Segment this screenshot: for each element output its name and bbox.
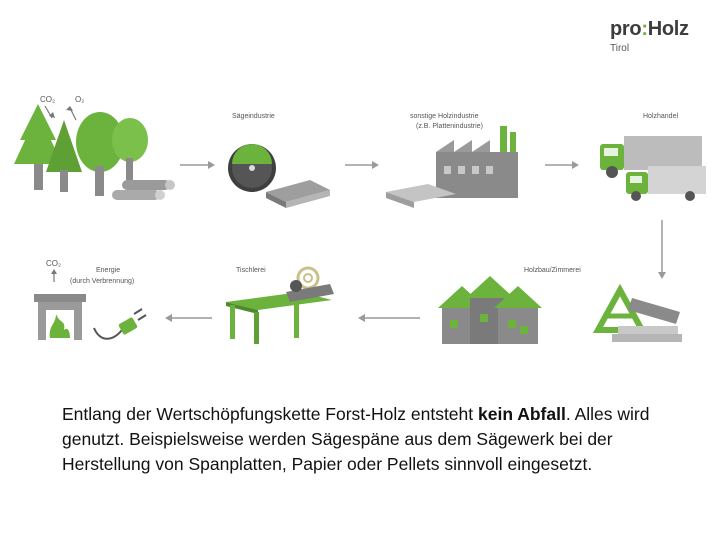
- wood-industry-label: sonstige Holzindustrie: [410, 113, 479, 120]
- flow-arrow-icon: [358, 314, 420, 322]
- forest-o2-label: O₂: [75, 95, 84, 104]
- fireplace-icon: [34, 294, 86, 340]
- saw-industry-group: Sägeindustrie: [228, 113, 330, 208]
- energy-label: Energie: [96, 267, 120, 274]
- caption-text: Entlang der Wertschöpfungskette Forst-Ho…: [62, 402, 682, 477]
- logo-region: Tirol: [610, 43, 689, 54]
- factory-icon: [436, 126, 518, 198]
- co2-arrow-icon: [45, 106, 55, 118]
- beam-stack-icon: [612, 326, 682, 342]
- flow-arrow-icon: [165, 314, 212, 322]
- proholz-logo: pro:Holz Tirol: [610, 18, 689, 54]
- deciduous-tree-icon: [112, 118, 148, 180]
- flow-arrow-icon: [545, 161, 579, 169]
- energy-group: CO₂ Energie (durch Verbrennung): [34, 259, 146, 340]
- forest-group: CO₂ O₂: [14, 95, 175, 200]
- houses-icon: [438, 276, 542, 344]
- saw-industry-label: Sägeindustrie: [232, 113, 275, 120]
- lumber-stack-icon: [266, 180, 330, 208]
- timber-trade-group: Holzhandel: [600, 113, 706, 201]
- circular-saw-icon: [228, 144, 276, 192]
- wood-industry-group: sonstige Holzindustrie (z.B. Plattenindu…: [386, 113, 518, 208]
- flow-arrow-icon: [658, 220, 666, 279]
- power-plug-icon: [94, 309, 146, 339]
- construction-group: Holzbau/Zimmerei: [438, 267, 682, 344]
- workbench-icon: [226, 292, 332, 344]
- logo-brand-pro: pro: [610, 18, 641, 40]
- timber-trade-label: Holzhandel: [643, 113, 678, 120]
- joinery-label: Tischlerei: [236, 267, 266, 274]
- flow-arrow-icon: [180, 161, 215, 169]
- forest-co2-label: CO₂: [40, 95, 55, 104]
- logo-brand: pro:Holz: [610, 18, 689, 41]
- log-pile-icon: [112, 180, 175, 200]
- value-chain-diagram: CO₂ O₂: [0, 80, 720, 370]
- energy-co2-label: CO₂: [46, 259, 61, 268]
- wood-industry-sublabel: (z.B. Plattenindustrie): [416, 123, 483, 130]
- flow-arrow-icon: [345, 161, 379, 169]
- energy-sublabel: (durch Verbrennung): [70, 278, 134, 285]
- caption-bold: kein Abfall: [478, 404, 566, 424]
- joinery-group: Tischlerei: [226, 267, 334, 344]
- co2-arrow-icon: [51, 269, 57, 282]
- construction-label: Holzbau/Zimmerei: [524, 267, 581, 274]
- o2-arrow-icon: [66, 106, 76, 120]
- caption-part1: Entlang der Wertschöpfungskette Forst-Ho…: [62, 404, 478, 424]
- logo-brand-holz: Holz: [648, 18, 689, 40]
- truck-icon: [626, 166, 706, 201]
